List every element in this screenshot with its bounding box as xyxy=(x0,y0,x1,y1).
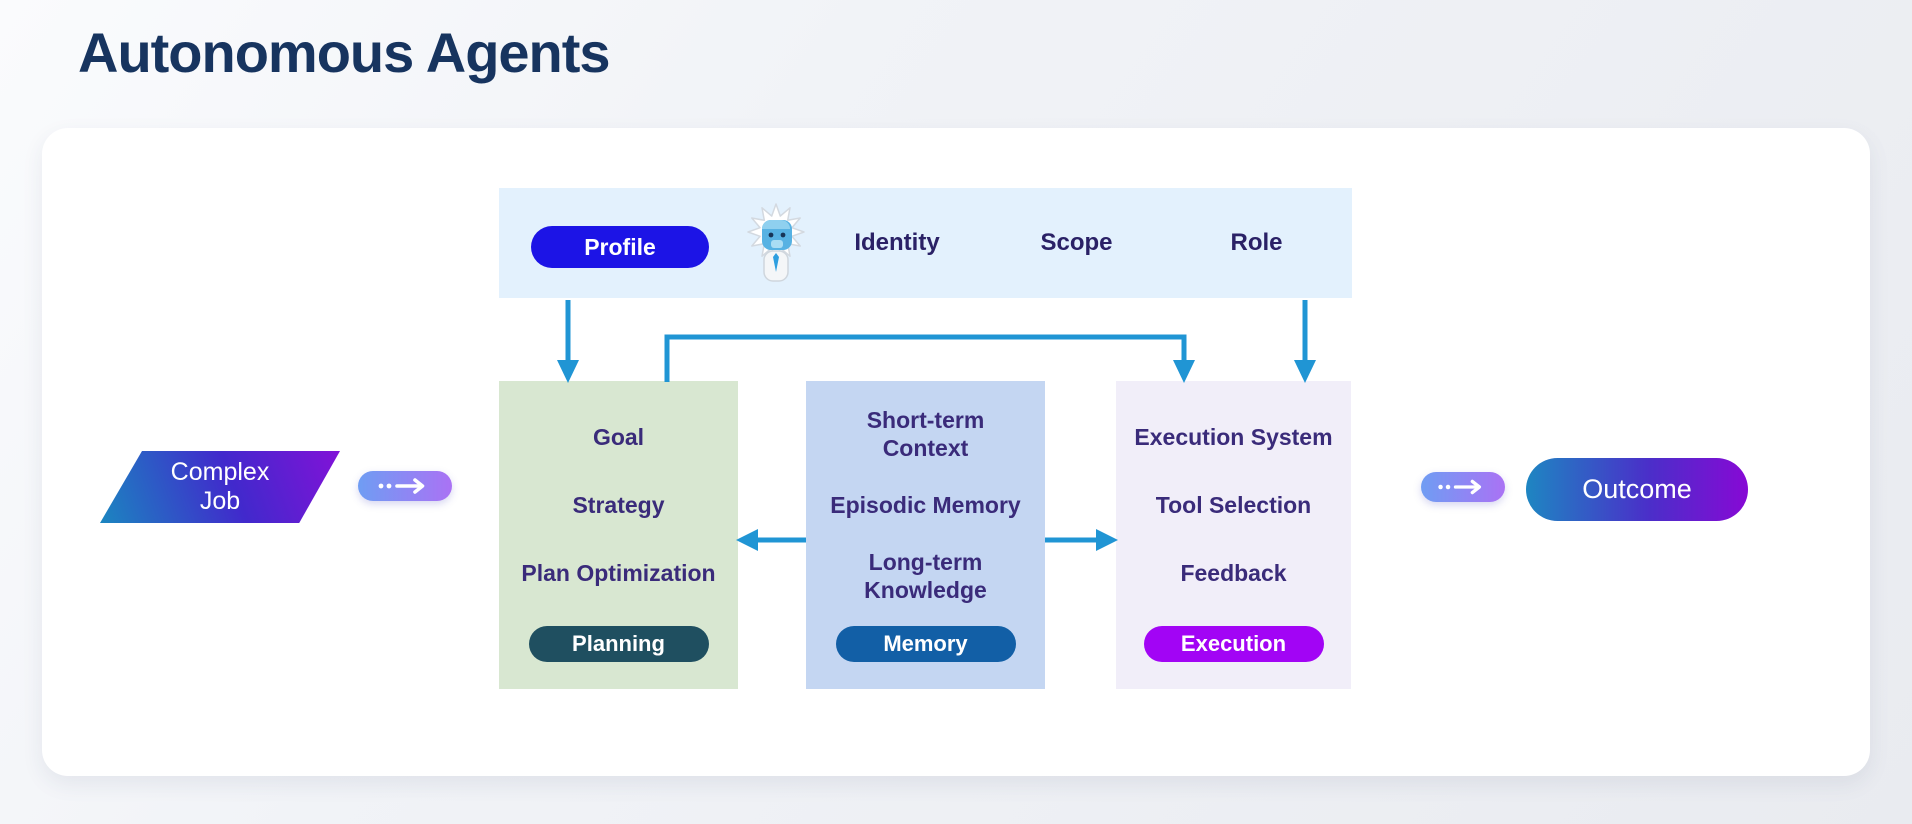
flow-arrow-right-icon xyxy=(1421,472,1505,502)
profile-pill: Profile xyxy=(531,226,709,268)
profile-attr-scope: Scope xyxy=(1040,229,1113,256)
memory-item-episodic-memory: Episodic Memory xyxy=(830,492,1021,518)
execution-item-tool-selection: Tool Selection xyxy=(1155,492,1312,518)
planning-item-strategy: Strategy xyxy=(572,492,665,518)
planning-pill: Planning xyxy=(528,626,709,662)
profile-bar: Profile Identity Scope Role xyxy=(499,188,1352,298)
module-execution: Execution System Tool Selection Feedback… xyxy=(1116,381,1351,689)
execution-pill: Execution xyxy=(1143,626,1324,662)
planning-item-plan-optimization: Plan Optimization xyxy=(521,560,716,586)
execution-item-execution-system: Execution System xyxy=(1134,424,1333,450)
module-memory: Short-term Context Episodic Memory Long-… xyxy=(806,381,1045,689)
execution-item-feedback: Feedback xyxy=(1180,560,1287,586)
complex-job-label-line1: Complex xyxy=(170,458,270,486)
einstein-bot-icon xyxy=(747,203,805,282)
planning-item-goal: Goal xyxy=(592,424,645,450)
page-title: Autonomous Agents xyxy=(78,21,611,84)
memory-pill: Memory xyxy=(835,626,1016,662)
flow-arrow-left-icon xyxy=(358,471,452,501)
complex-job-shape: Complex Job xyxy=(100,451,340,523)
memory-item-short-term-context: Short-term Context xyxy=(866,407,985,461)
outcome-shape: Outcome xyxy=(1526,458,1748,521)
profile-attr-role: Role xyxy=(1230,229,1283,256)
module-planning: Goal Strategy Plan Optimization Planning xyxy=(499,381,738,689)
profile-attr-identity: Identity xyxy=(854,229,940,256)
memory-item-long-term-knowledge: Long-term Knowledge xyxy=(864,549,987,603)
complex-job-label-line2: Job xyxy=(199,487,241,515)
